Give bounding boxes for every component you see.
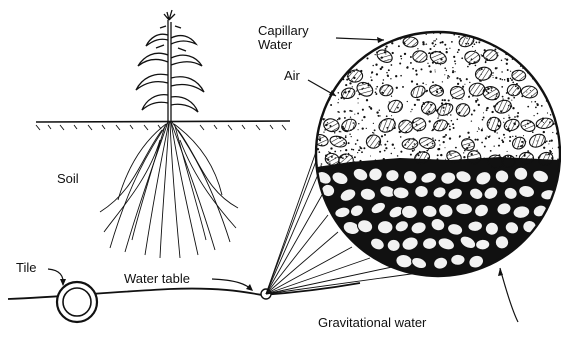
capillary-water-label-line2: Water [258, 38, 292, 52]
water-table-label: Water table [124, 272, 190, 286]
capillary-water-label-line1: Capillary [258, 24, 309, 38]
air-label: Air [284, 69, 300, 83]
gravitational-water-label: Gravitational water [318, 316, 426, 330]
ground-surface [36, 121, 290, 130]
soil-label: Soil [57, 172, 79, 186]
tile-label: Tile [16, 261, 36, 275]
plant-roots [100, 122, 238, 258]
corn-plant [136, 10, 204, 121]
tile-drain [57, 282, 97, 322]
magnified-soil-view [310, 31, 561, 290]
